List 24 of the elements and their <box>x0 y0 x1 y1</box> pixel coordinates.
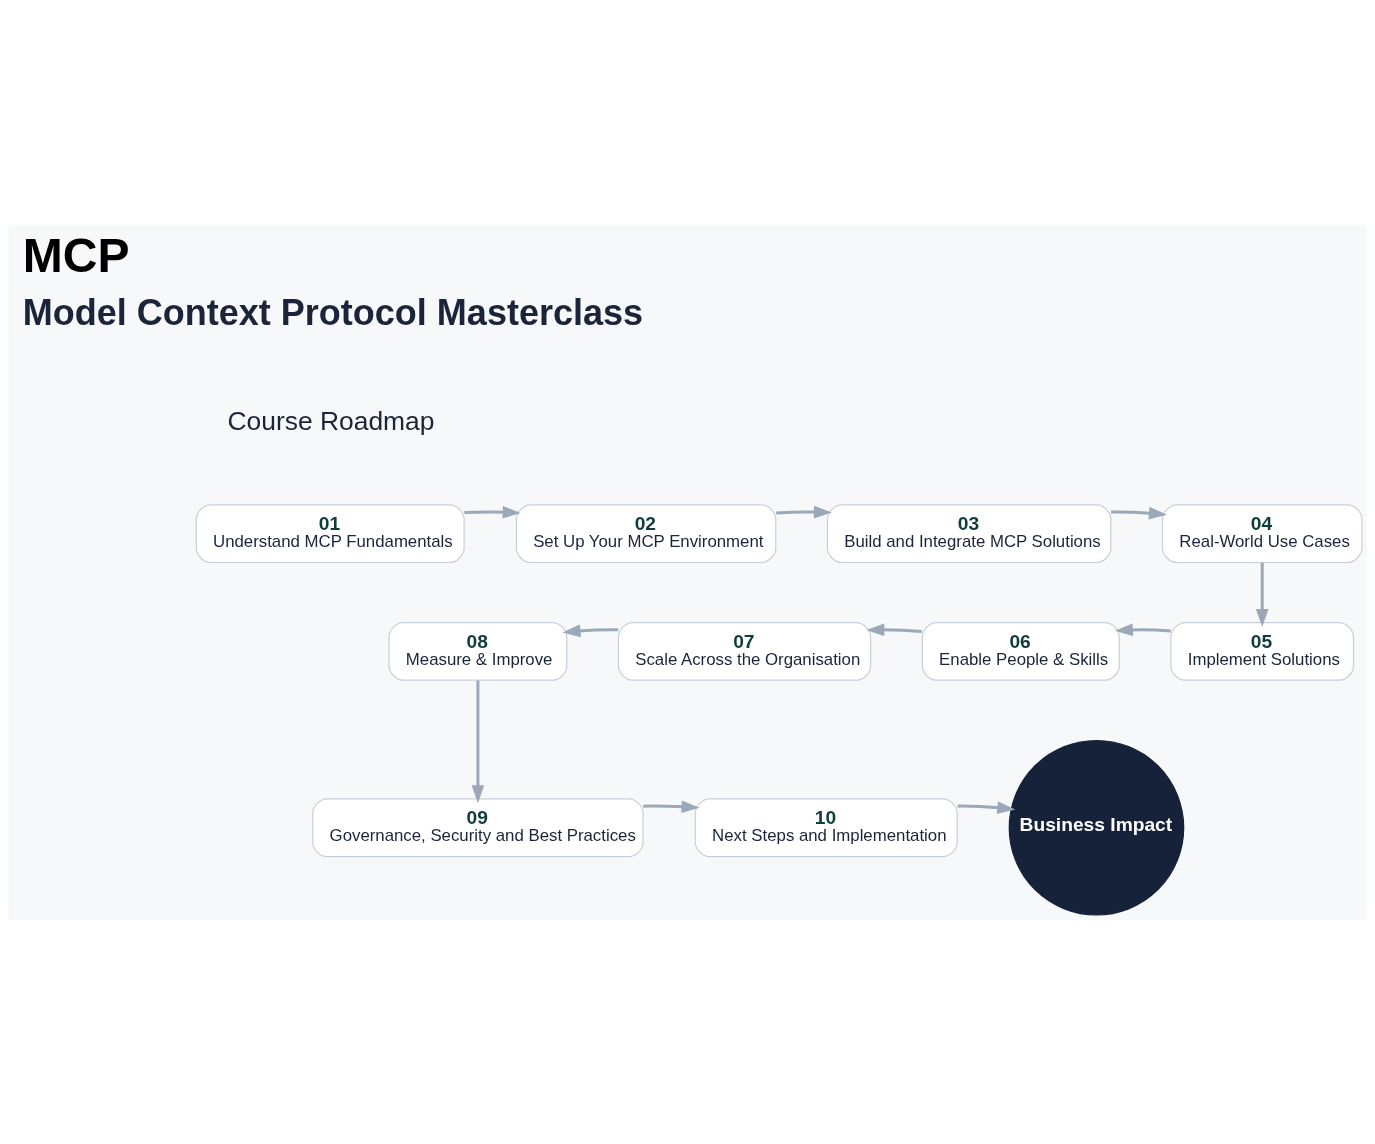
arrow <box>866 622 922 636</box>
node-box: 01 Understand MCP Fundamentals <box>195 503 465 563</box>
node-circle: Business Impact <box>1008 739 1185 916</box>
arrow <box>471 680 485 803</box>
node-box: 04 Real-World Use Cases <box>1161 503 1363 563</box>
node-box: 09 Governance, Security and Best Practices <box>312 797 644 857</box>
arrow <box>1255 562 1269 627</box>
arrow <box>562 624 619 637</box>
node-box: 08 Measure & Improve <box>388 621 568 681</box>
node-box: 10 Next Steps and Implementation <box>694 797 958 857</box>
label: Course Roadmap <box>227 405 435 436</box>
arrow <box>1111 506 1167 519</box>
arrow <box>1114 623 1171 636</box>
node-box: 02 Set Up Your MCP Environment <box>515 503 777 563</box>
arrow <box>957 800 1016 814</box>
arrow <box>464 505 521 519</box>
label: Model Context Protocol Masterclass <box>22 291 644 333</box>
arrow <box>643 799 700 813</box>
node-box: 06 Enable People & Skills <box>921 621 1120 681</box>
arrow <box>776 505 832 518</box>
node-box: 05 Implement Solutions <box>1170 621 1355 681</box>
diagram-title: MCP <box>22 228 130 282</box>
node-box: 03 Build and Integrate MCP Solutions <box>826 503 1112 563</box>
node-box: 07 Scale Across the Organisation <box>617 621 872 681</box>
